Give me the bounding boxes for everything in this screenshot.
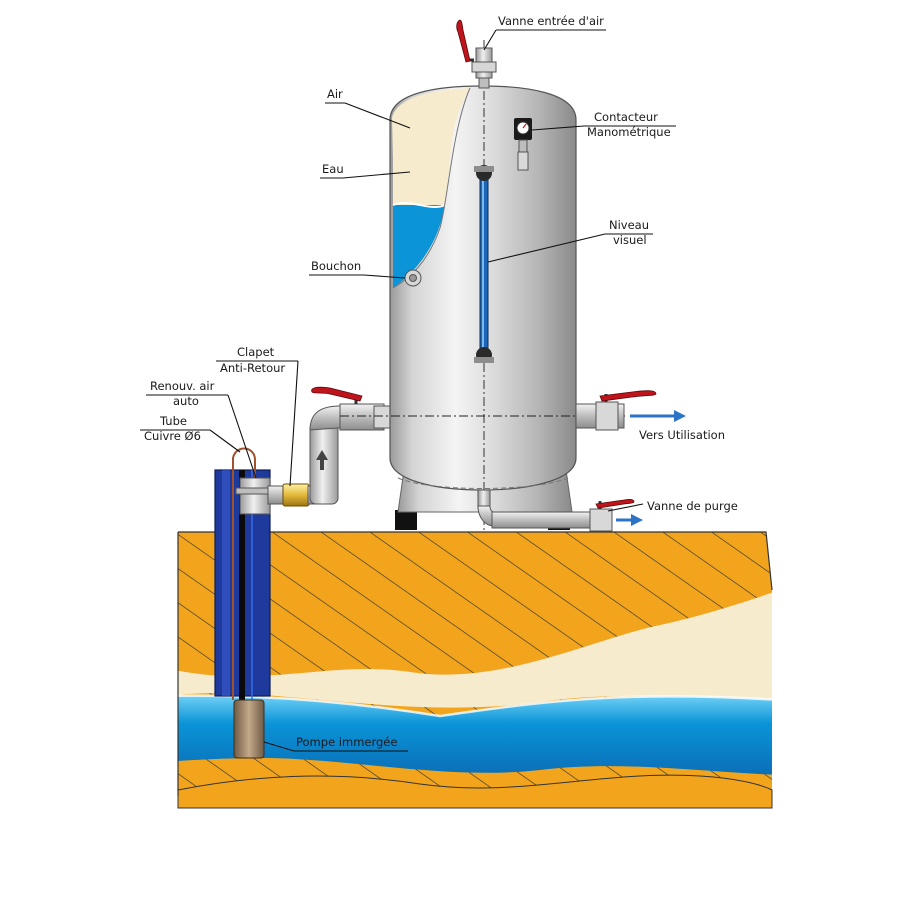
labels: Vanne entrée d'air Air Eau Contacteur Ma… — [140, 14, 738, 752]
label-pressure-switch-2: Manométrique — [587, 125, 671, 139]
valve-handle-icon — [595, 499, 635, 509]
label-level-gauge-2: visuel — [613, 233, 647, 247]
label-copper-tube-1: Tube — [159, 414, 187, 428]
check-valve — [282, 483, 310, 507]
sand-layer — [178, 590, 772, 708]
flow-arrow-icon — [630, 410, 686, 422]
label-check-valve-2: Anti-Retour — [220, 361, 285, 375]
plug-fitting — [404, 269, 422, 287]
label-check-valve-1: Clapet — [237, 345, 275, 359]
label-pressure-switch-1: Contacteur — [594, 110, 658, 124]
label-outlet: Vers Utilisation — [639, 428, 725, 442]
copper-tube — [232, 447, 256, 700]
air-inlet-valve — [456, 19, 497, 89]
ground-cross-section — [177, 531, 773, 809]
pressure-tank — [340, 19, 657, 532]
supply-piping — [235, 386, 391, 515]
label-copper-tube-2: Cuivre Ø6 — [144, 429, 201, 443]
tank-cutaway-air — [392, 88, 470, 160]
valve-handle-icon — [599, 390, 657, 402]
label-air-renewal-1: Renouv. air — [150, 379, 215, 393]
valve-handle-icon — [456, 19, 474, 63]
label-level-gauge-1: Niveau — [609, 218, 649, 232]
label-drain-valve: Vanne de purge — [647, 499, 738, 513]
label-air-inlet-valve: Vanne entrée d'air — [498, 14, 604, 28]
pressure-gauge-icon — [514, 118, 532, 171]
label-air: Air — [327, 87, 343, 101]
label-plug: Bouchon — [311, 259, 361, 273]
level-gauge — [474, 165, 494, 363]
aquifer-water — [178, 695, 772, 775]
valve-handle-icon — [311, 386, 363, 404]
flow-arrow-icon — [616, 514, 643, 526]
label-pump: Pompe immergée — [296, 735, 397, 749]
submersible-pump — [233, 699, 265, 759]
label-air-renewal-2: auto — [173, 394, 199, 408]
label-water: Eau — [322, 162, 344, 176]
